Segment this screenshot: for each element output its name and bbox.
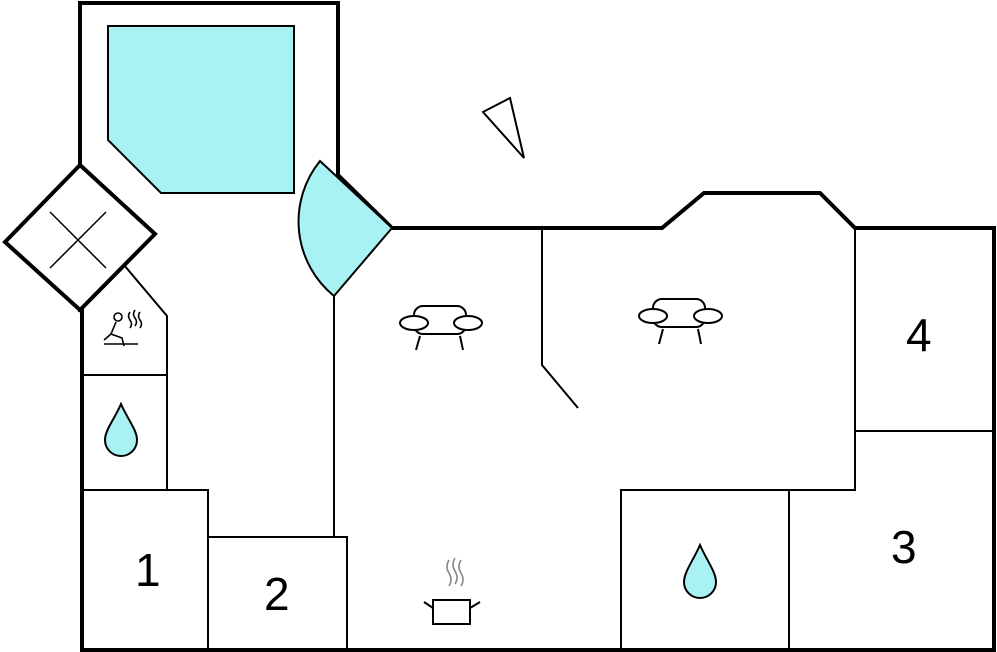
sofa-icon bbox=[399, 305, 483, 351]
window-cross-icon bbox=[2, 162, 158, 313]
pool-icon bbox=[107, 25, 295, 194]
door-arc-icon bbox=[297, 159, 394, 298]
room-label-1: 1 bbox=[135, 544, 161, 596]
cooking-pot-icon bbox=[423, 557, 481, 625]
water-drop-icon bbox=[103, 401, 139, 457]
outer-walls bbox=[78, 1, 996, 652]
north-arrow-icon bbox=[481, 96, 525, 159]
water-drop-icon bbox=[682, 542, 718, 599]
room-label-2: 2 bbox=[264, 568, 290, 620]
sofa-icon bbox=[638, 298, 723, 345]
room-label-3: 3 bbox=[891, 521, 917, 573]
inner-walls bbox=[82, 228, 994, 650]
room-label-4: 4 bbox=[906, 309, 932, 361]
sauna-icon bbox=[103, 309, 143, 347]
